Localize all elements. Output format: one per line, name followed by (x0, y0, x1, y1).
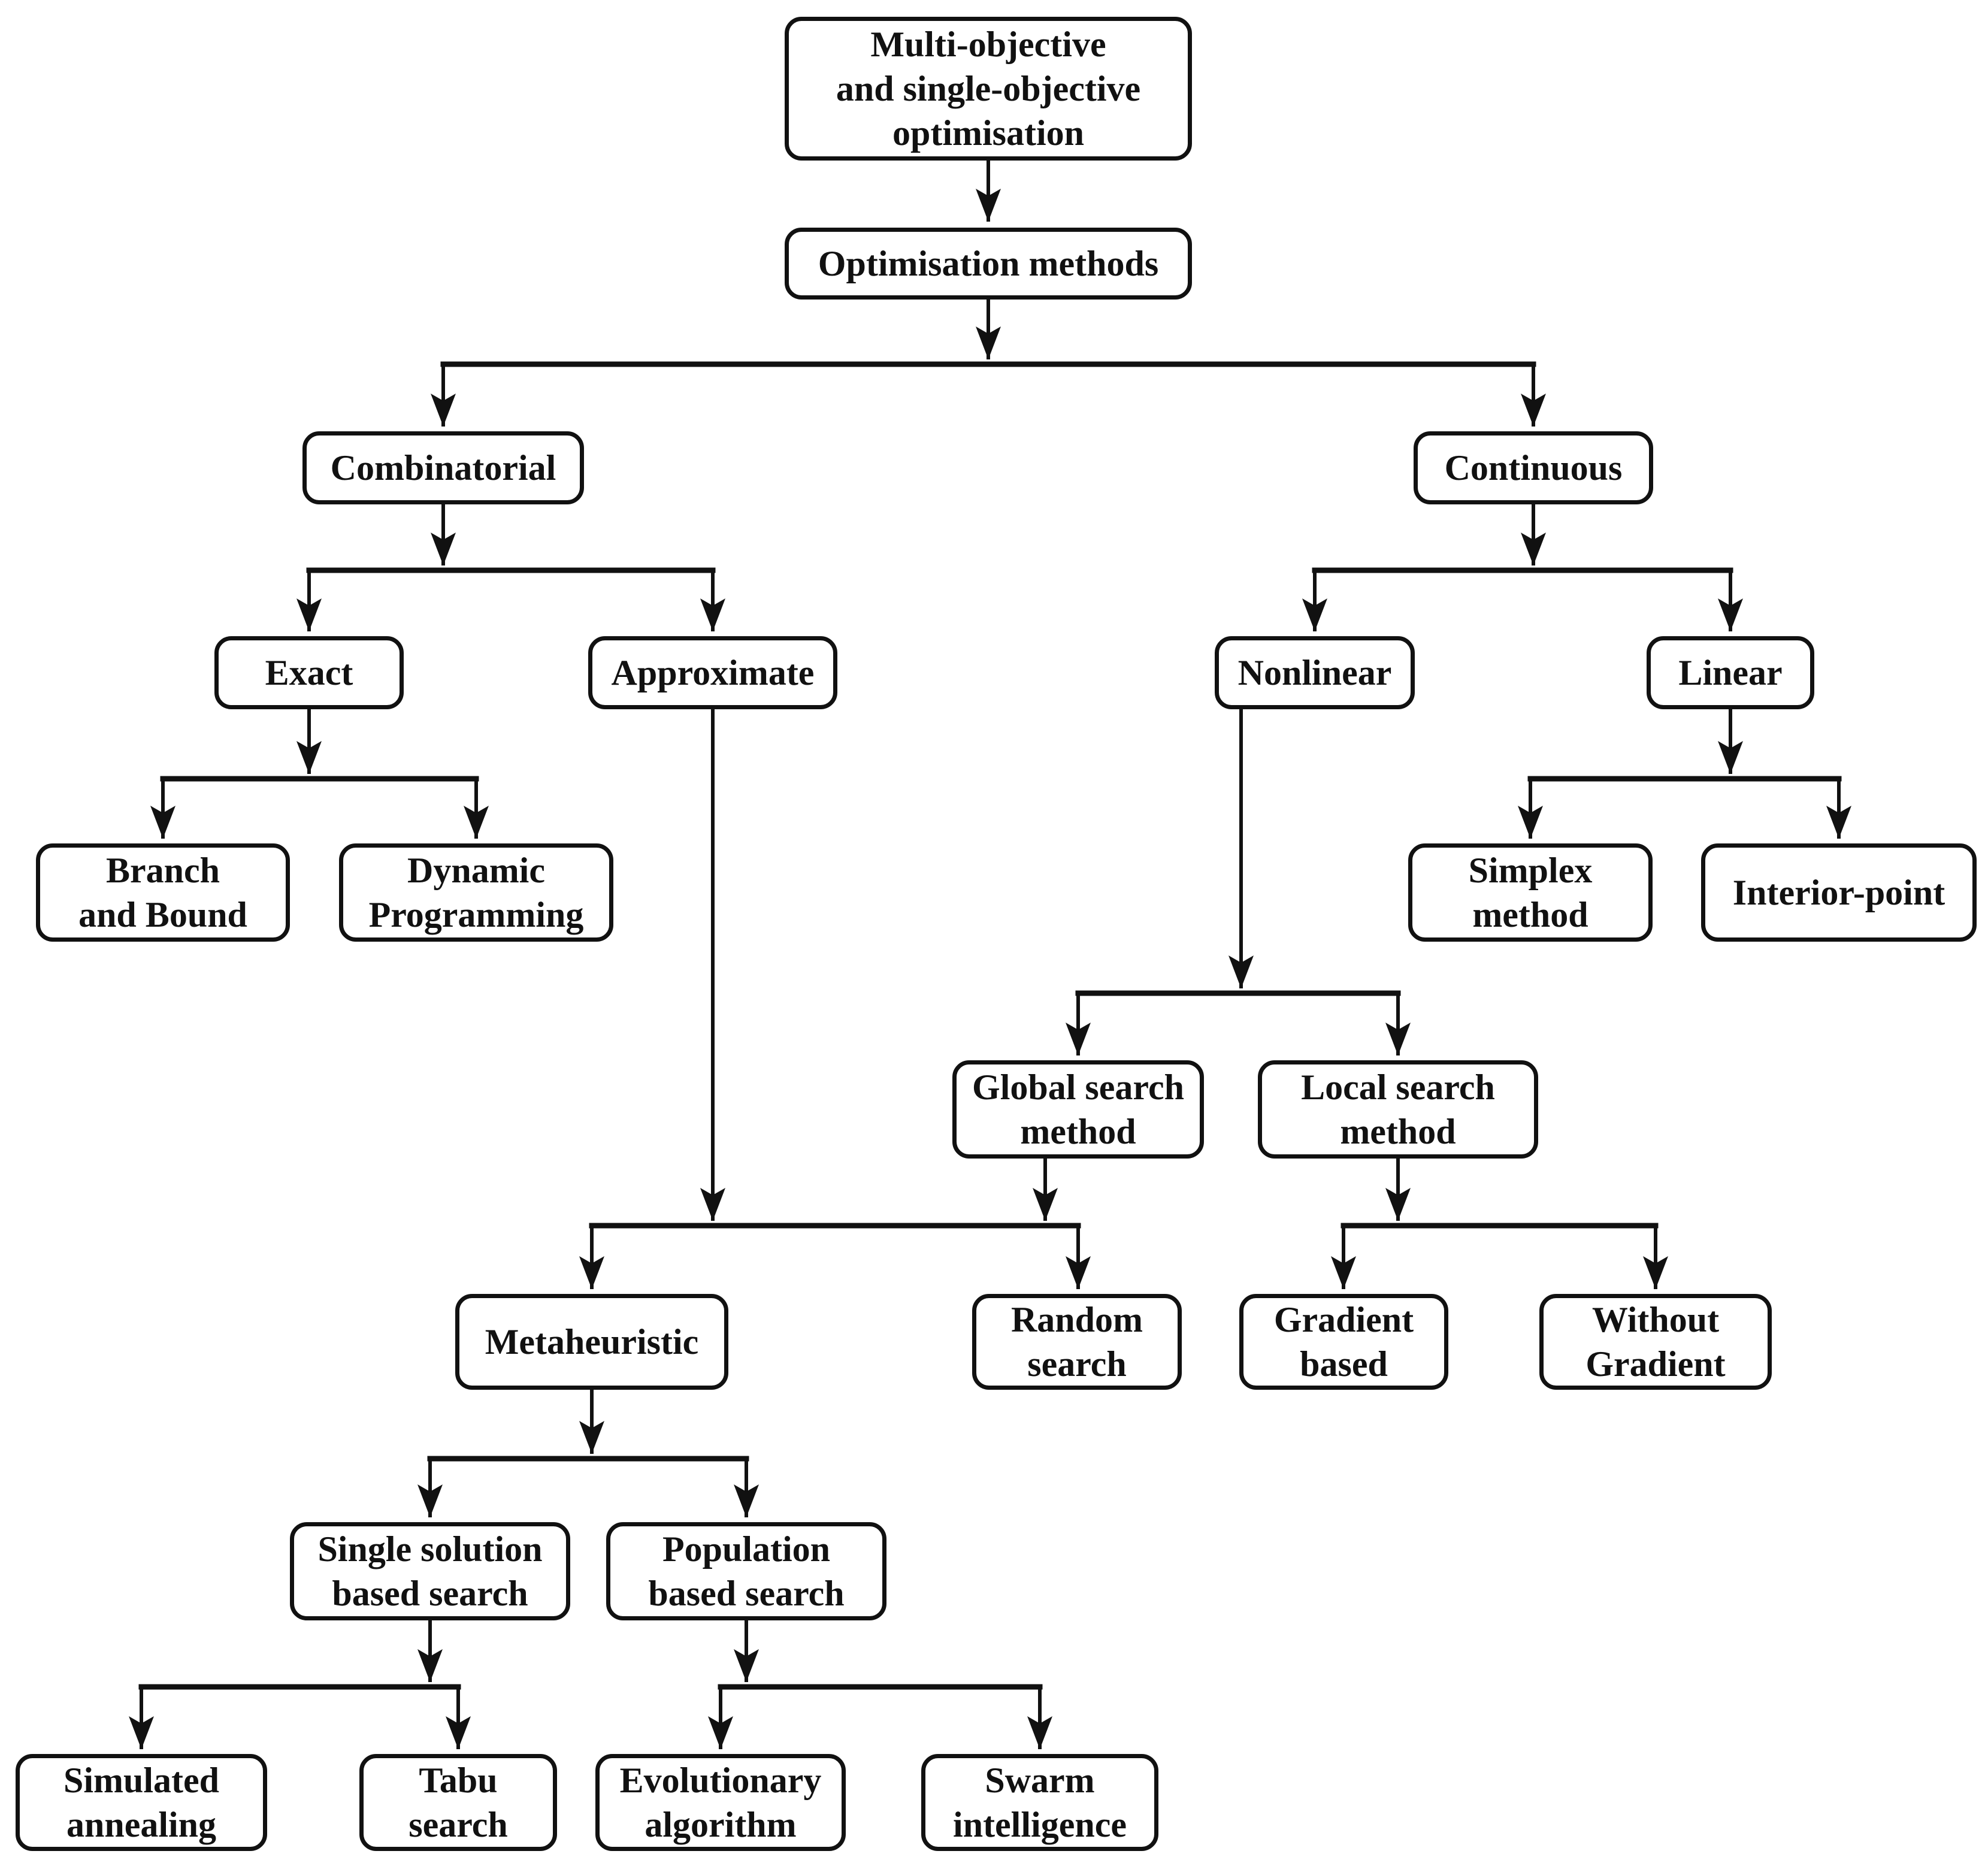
node-local-search-method: Local search method (1258, 1060, 1538, 1159)
node-simulated-annealing: Simulated annealing (16, 1754, 267, 1851)
node-population-based-search: Population based search (606, 1522, 886, 1620)
node-tabu-search: Tabu search (359, 1754, 557, 1851)
node-exact: Exact (214, 636, 404, 709)
junction-combinatorial (296, 504, 725, 631)
node-linear: Linear (1647, 636, 1814, 709)
node-single-solution-based-search: Single solution based search (290, 1522, 570, 1620)
junction-local-search (1331, 1159, 1668, 1289)
node-root: Multi-objective and single-objective opt… (785, 17, 1192, 161)
node-branch-and-bound: Branch and Bound (36, 843, 290, 942)
junction-exact (150, 709, 489, 839)
junction-single-solution (129, 1620, 471, 1749)
junction-nonlinear (1066, 709, 1411, 1055)
node-approximate: Approximate (588, 636, 837, 709)
junction-continuous (1302, 504, 1743, 631)
node-metaheuristic: Metaheuristic (455, 1294, 728, 1390)
junction-linear (1518, 709, 1851, 839)
node-simplex-method: Simplex method (1408, 843, 1653, 942)
junction-metaheuristic (417, 1390, 759, 1517)
node-global-search-method: Global search method (952, 1060, 1204, 1159)
junction-methods (431, 300, 1546, 427)
node-nonlinear: Nonlinear (1215, 636, 1415, 709)
node-evolutionary-algorithm: Evolutionary algorithm (595, 1754, 846, 1851)
node-swarm-intelligence: Swarm intelligence (921, 1754, 1158, 1851)
node-dynamic-programming: Dynamic Programming (339, 843, 613, 942)
junction-population (708, 1620, 1052, 1749)
node-optimisation-methods: Optimisation methods (785, 228, 1192, 300)
node-gradient-based: Gradient based (1239, 1294, 1448, 1390)
node-continuous: Continuous (1414, 431, 1653, 504)
node-combinatorial: Combinatorial (302, 431, 584, 504)
node-random-search: Random search (972, 1294, 1182, 1390)
node-without-gradient: Without Gradient (1539, 1294, 1772, 1390)
node-interior-point: Interior-point (1701, 843, 1977, 942)
junction-shared (579, 709, 1091, 1289)
